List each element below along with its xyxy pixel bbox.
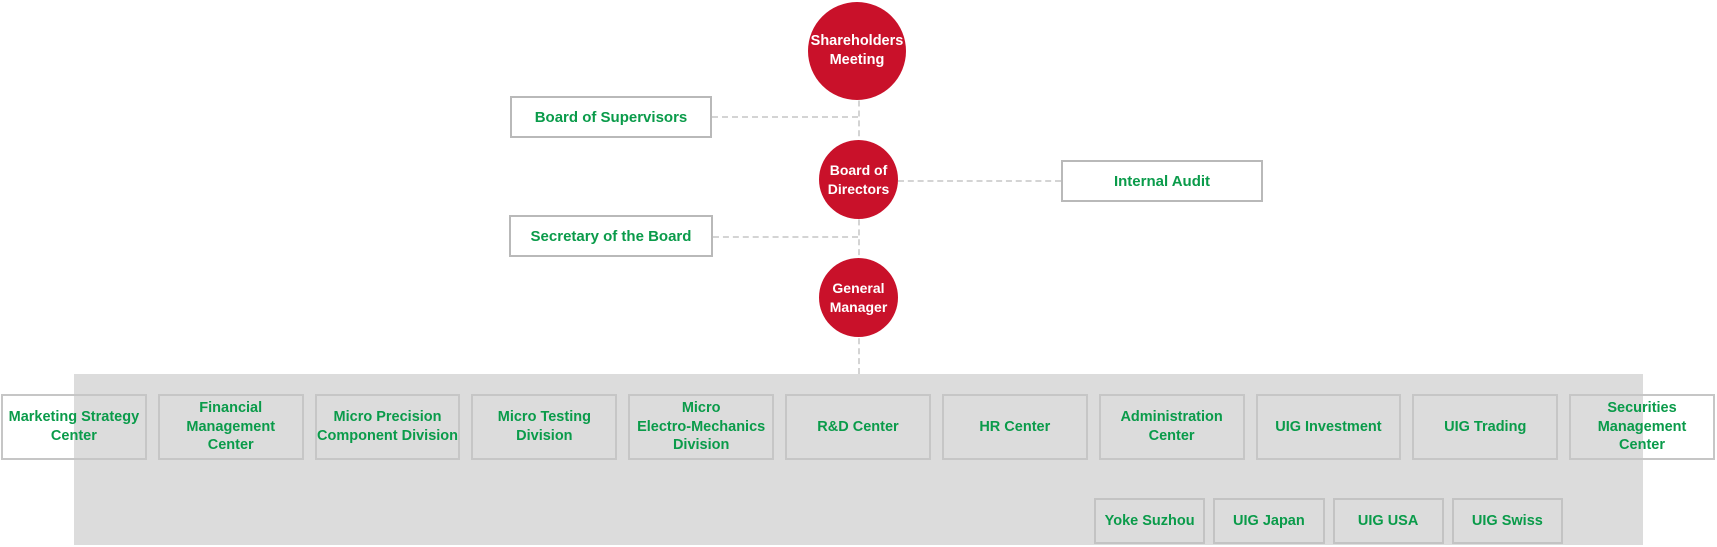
dept-label: Micro Precision Component Division [317, 409, 459, 444]
subsidiary-label: UIG Swiss [1471, 513, 1543, 529]
dept-box: Micro Testing Division [471, 394, 618, 460]
dept-label: Securities Management Center [1597, 399, 1687, 454]
subsidiary-box: UIG USA [1332, 498, 1444, 544]
subsidiary-box: Yoke Suzhou [1094, 498, 1206, 544]
internal-audit-box: Internal Audit [1061, 160, 1263, 202]
connector-internal-audit [898, 180, 1061, 182]
dept-label: UIG Trading [1444, 418, 1527, 435]
connector-board-of-supervisors [712, 116, 858, 118]
dept-box: Micro Electro-Mechanics Division [628, 394, 775, 460]
dept-label: Micro Electro-Mechanics Division [637, 399, 766, 454]
dept-label: Financial Management Center [186, 399, 276, 454]
dept-box: Marketing Strategy Center [1, 394, 147, 460]
general-manager-node: General Manager [819, 258, 898, 337]
subsidiary-box: UIG Swiss [1451, 498, 1563, 544]
dept-box: Financial Management Center [157, 394, 304, 460]
subsidiary-label: UIG Japan [1233, 513, 1305, 529]
department-row: Marketing Strategy Center Financial Manag… [1, 394, 1715, 460]
dept-box: R&D Center [785, 394, 931, 460]
subsidiary-label: UIG USA [1357, 513, 1419, 529]
subsidiary-row: Yoke Suzhou UIG Japan UIG USA UIG Swiss [1094, 498, 1563, 544]
dept-label: UIG Investment [1275, 418, 1382, 435]
subsidiary-label: Yoke Suzhou [1104, 513, 1195, 529]
dept-box: UIG Investment [1255, 394, 1402, 460]
dept-box: UIG Trading [1412, 394, 1559, 460]
board-of-supervisors-box: Board of Supervisors [510, 96, 712, 138]
dept-label: HR Center [979, 418, 1051, 435]
shareholders-meeting-node: Shareholders Meeting [808, 2, 906, 100]
board-of-directors-node: Board of Directors [819, 140, 898, 219]
dept-label: Administration Center [1120, 409, 1223, 444]
secretary-of-the-board-box: Secretary of the Board [509, 215, 713, 257]
dept-label: Marketing Strategy Center [8, 409, 140, 444]
dept-box: Micro Precision Component Division [314, 394, 461, 460]
dept-label: Micro Testing Division [497, 409, 591, 444]
dept-label: R&D Center [817, 418, 899, 435]
dept-box: Administration Center [1098, 394, 1245, 460]
dept-box: Securities Management Center [1569, 394, 1715, 460]
dept-box: HR Center [941, 394, 1088, 460]
connector-secretary [713, 236, 858, 238]
subsidiary-box: UIG Japan [1213, 498, 1325, 544]
